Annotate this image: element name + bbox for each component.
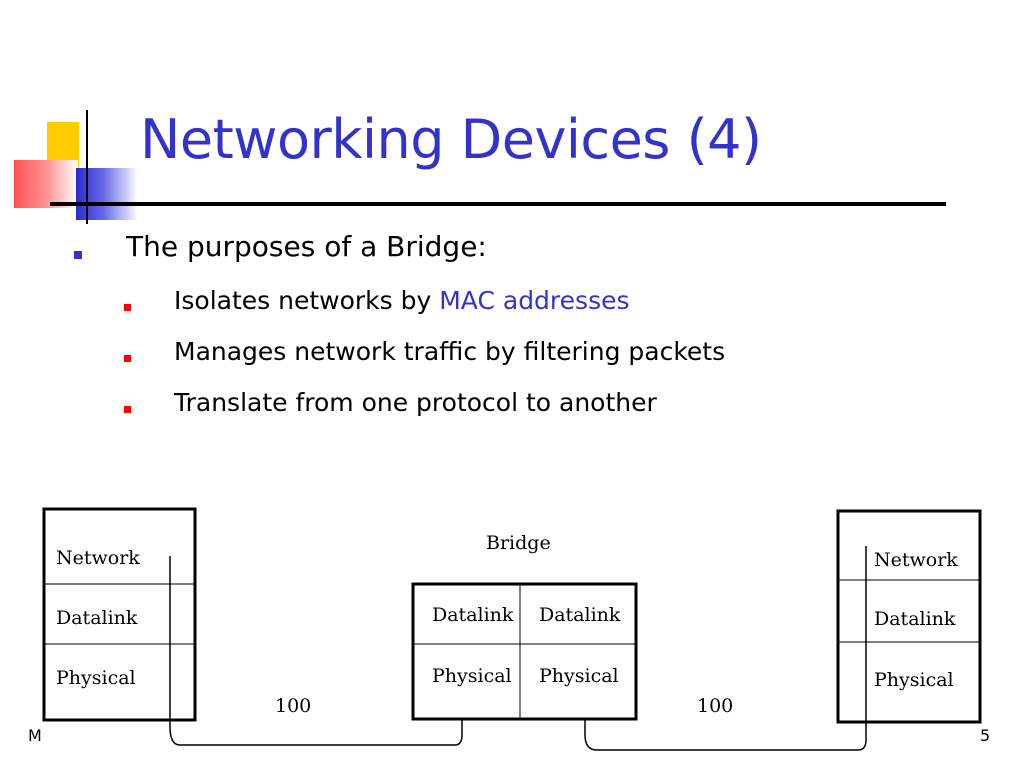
decor-red-block [14, 160, 78, 208]
left-network-label: Network [56, 547, 140, 569]
right-path-line [584, 546, 867, 751]
footer-left: M [28, 726, 42, 745]
bridge-right-physical-label: Physical [539, 665, 619, 687]
sub-bullet-text: Isolates networks by [174, 286, 440, 315]
right-host-box [836, 509, 982, 724]
main-bullet: The purposes of a Bridge: [126, 230, 487, 263]
bridge-left-physical-label: Physical [432, 665, 512, 687]
left-host-stack: Network Datalink Physical [42, 507, 197, 722]
bridge-box [411, 582, 638, 721]
right-network-label: Network [874, 549, 958, 571]
bridge-stack: Bridge Datalink Physical Datalink Physic… [411, 532, 638, 721]
slide-title: Networking Devices (4) [140, 108, 762, 171]
title-underline [50, 202, 946, 206]
bridge-right-datalink-label: Datalink [539, 604, 621, 626]
right-host-stack: Network Datalink Physical [836, 509, 982, 724]
left-link-label: 100 [275, 695, 311, 717]
right-datalink-label: Datalink [874, 608, 956, 630]
bridge-label: Bridge [486, 532, 551, 554]
sub-bullet: Isolates networks by MAC addresses [174, 286, 630, 315]
left-path-line [169, 556, 463, 746]
decor-vertical-line [86, 110, 88, 224]
left-physical-label: Physical [56, 667, 136, 689]
left-datalink-label: Datalink [56, 607, 138, 629]
right-physical-label: Physical [874, 669, 954, 691]
data-paths [169, 546, 867, 751]
mac-addresses-highlight: MAC addresses [439, 286, 630, 315]
sub-bullet: Manages network traffic by filtering pac… [174, 337, 726, 366]
sub-bullet-marker [124, 406, 131, 413]
page-number: 5 [980, 726, 991, 745]
left-host-box [42, 507, 197, 722]
sub-bullet-marker [124, 355, 131, 362]
sub-bullet: Translate from one protocol to another [174, 388, 657, 417]
bridge-left-datalink-label: Datalink [432, 604, 514, 626]
sub-bullet-marker [124, 304, 131, 311]
main-bullet-marker [74, 251, 82, 259]
right-link-label: 100 [697, 695, 733, 717]
